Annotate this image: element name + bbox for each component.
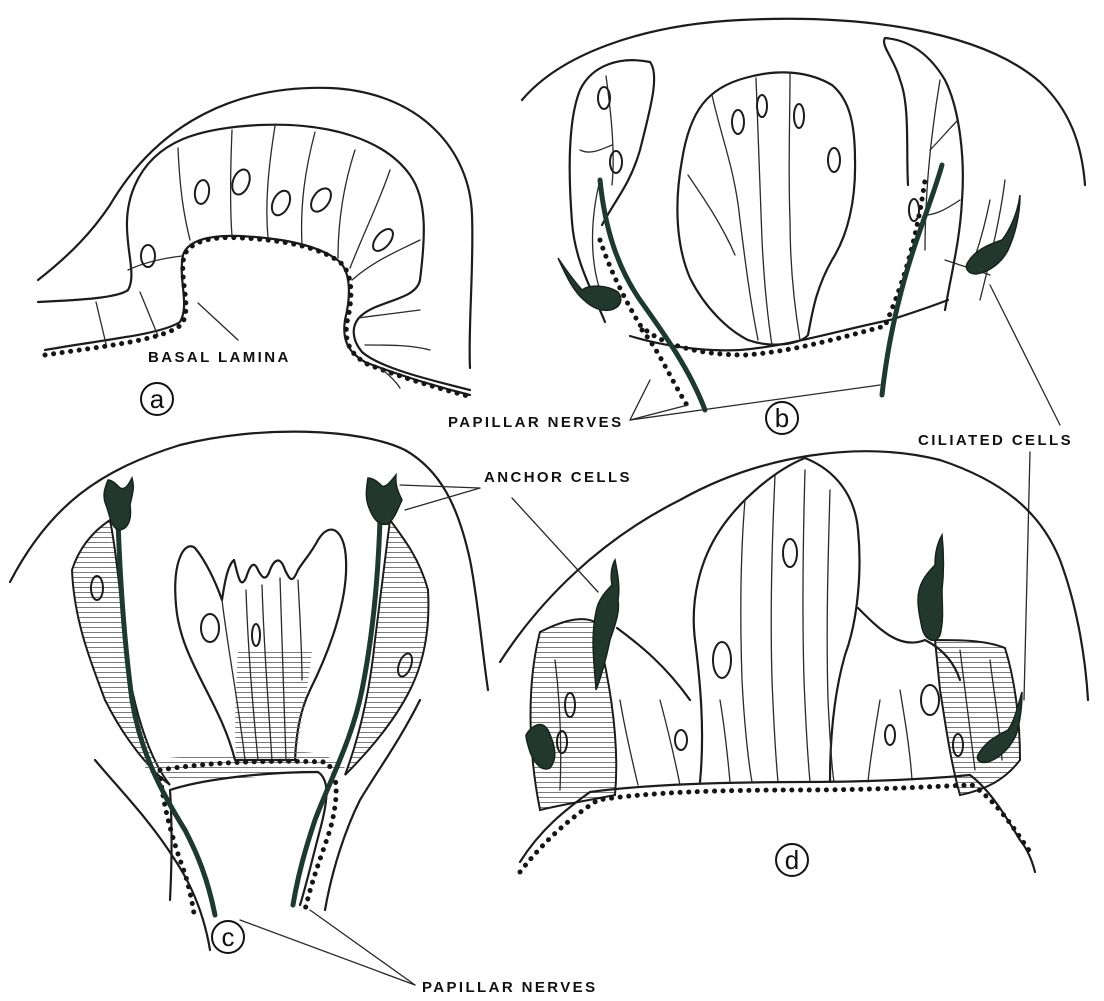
panel-b-marker: b [766,402,798,434]
panel-c-diagram: c [10,432,488,953]
panel-a-nucleus [307,185,335,215]
papillar-nerves-top-label: PAPILLAR NERVES [448,414,623,431]
panel-a-nucleus [141,245,155,267]
panel-b-right-flange [884,38,963,310]
panel-d-nucleus [885,725,895,745]
panel-a-inner-outline [45,236,470,395]
papillar-nerves-bottom-leader [310,910,415,985]
panel-b-base-outline [630,300,948,350]
basal-lamina-label: BASAL LAMINA [148,349,291,366]
panel-b-ciliated-cell-right [966,195,1020,274]
panel-c-stalk-outline [170,772,327,905]
panel-d-nuclei [557,539,963,756]
panel-a-nucleus [193,179,210,205]
panel-b-nucleus [909,199,919,221]
ciliated-cells-leader [990,285,1060,425]
anchor-cells-leader [405,488,480,510]
panel-a-letter: a [150,384,165,414]
panel-d-letter: d [785,845,799,875]
panel-a-nucleus [369,226,396,255]
anchor-cells-callout: ANCHOR CELLS [400,469,632,592]
panel-c-letter: c [222,922,235,952]
panel-a-nucleus [268,188,293,218]
papillar-nerves-bottom-callout: PAPILLAR NERVES [240,910,597,996]
panel-c-nucleus [201,614,219,642]
panel-d-nucleus [783,539,797,567]
papillar-nerves-top-callout: PAPILLAR NERVES [448,380,880,431]
panel-a-nucleus [229,167,253,197]
panel-b-outer-tissue-outline [522,19,1085,185]
papillar-nerves-bottom-leader [240,920,415,985]
papillar-nerves-top-leader [630,380,650,420]
panel-b-nucleus [610,151,622,173]
panel-d-right-hatched-band [935,640,1020,795]
panel-b-diagram: b [522,19,1085,434]
panel-b-nucleus [732,110,744,134]
panel-c-nucleus [252,624,260,646]
panel-d-bud-inner-outline [617,608,960,700]
panel-d-nucleus [713,642,731,678]
panel-b-left-flange [570,60,655,322]
panel-c-right-hatched-band [345,520,428,775]
panel-d-central-bud [694,458,860,782]
panel-d-nucleus [921,685,939,715]
ciliated-cells-leader [1024,452,1030,700]
anchor-cells-label: ANCHOR CELLS [484,469,632,486]
panel-b-nucleus [794,104,804,128]
anchor-cells-leader [512,498,598,592]
panel-c-marker: c [212,921,244,953]
panel-b-nucleus [828,148,840,172]
panel-c-anchor-cells [104,475,402,530]
panel-a-diagram: BASAL LAMINA a [38,88,472,415]
panel-b-ciliated-cells [558,195,1020,310]
panel-c-bud-hatch [235,649,312,761]
ciliated-cells-callout: CILIATED CELLS [918,285,1073,700]
panel-b-letter: b [775,403,789,433]
ciliated-cells-label: CILIATED CELLS [918,432,1073,449]
panel-d-diagram: d [500,451,1088,876]
panel-b-nerves [600,165,942,410]
anchor-cells-leader [400,485,480,488]
panel-d-nucleus [675,730,687,750]
panel-c-anchor-cell-right [366,475,402,524]
panel-d-marker: d [776,844,808,876]
panel-b-basal-lamina-dots [600,180,925,355]
papillar-nerves-bottom-label: PAPILLAR NERVES [422,979,597,996]
panel-d-anchor-cell-right [918,535,944,640]
papillar-nerves-top-leader [630,385,880,420]
panel-a-outer-tissue-outline [38,88,472,368]
panel-a-marker: a [141,383,173,415]
panel-a-basal-lamina-leader [198,303,238,340]
panel-b-nucleus [757,95,767,117]
